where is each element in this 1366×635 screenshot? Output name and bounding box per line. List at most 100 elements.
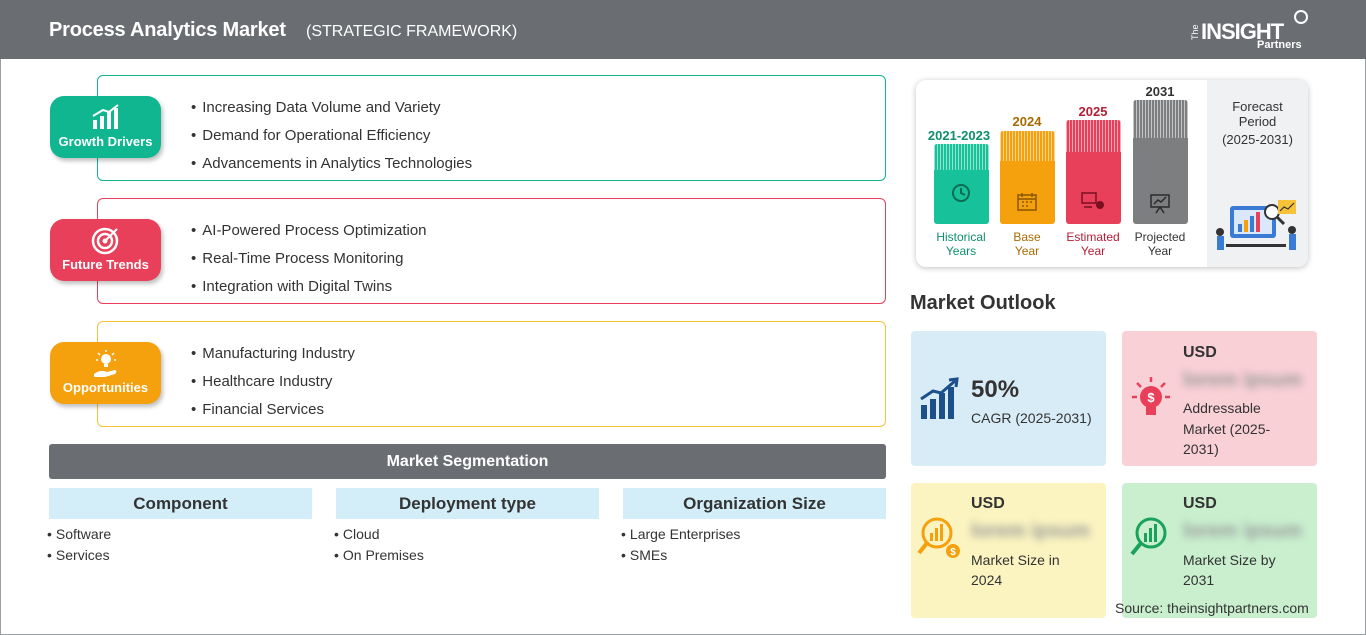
forecast-line2: Period bbox=[1238, 114, 1277, 129]
list-item: Increasing Data Volume and Variety bbox=[191, 94, 472, 122]
future-trends-badge: Future Trends bbox=[50, 219, 161, 281]
list-item: Advancements in Analytics Technologies bbox=[191, 150, 472, 178]
logo-ring-icon bbox=[1294, 10, 1308, 24]
future-trends-box: AI-Powered Process Optimization Real-Tim… bbox=[97, 198, 886, 304]
list-item: Software bbox=[47, 524, 111, 545]
list-item: Large Enterprises bbox=[621, 524, 741, 545]
list-item: Manufacturing Industry bbox=[191, 340, 355, 368]
list-item: Services bbox=[47, 545, 111, 566]
bar-stripes bbox=[934, 144, 989, 170]
bar-label-line2: Year bbox=[1147, 244, 1173, 258]
market-size-2024-value: lorem ipsum bbox=[971, 520, 1090, 542]
presentation-icon bbox=[1150, 194, 1170, 214]
segment-heading-organization: Organization Size bbox=[623, 488, 886, 519]
segment-list-organization: Large Enterprises SMEs bbox=[621, 524, 741, 566]
page-subtitle: (STRATEGIC FRAMEWORK) bbox=[306, 23, 518, 40]
addressable-market-card: $ USD lorem ipsum Addressable Market (20… bbox=[1122, 331, 1317, 466]
market-size-2024-label-line2: 2024 bbox=[971, 572, 1003, 588]
addressable-label-line1: Addressable bbox=[1183, 400, 1261, 416]
insight-partners-logo[interactable]: The INSIGHT Partners bbox=[1190, 10, 1310, 52]
growth-chart-icon bbox=[92, 104, 119, 129]
header-bar: Process Analytics Market (STRATEGIC FRAM… bbox=[0, 0, 1366, 59]
bar-label-line1: Base bbox=[1013, 230, 1041, 244]
analytics-illustration-icon bbox=[1216, 200, 1296, 250]
source-note: Source: theinsightpartners.com bbox=[1115, 600, 1309, 616]
magnifier-chart-icon bbox=[1130, 517, 1167, 556]
market-size-2031-usd: USD bbox=[1183, 495, 1217, 512]
magnifier-dollar-icon: $ bbox=[917, 517, 960, 558]
market-size-2031-label-line1: Market Size by bbox=[1183, 552, 1276, 568]
list-item: AI-Powered Process Optimization bbox=[191, 217, 426, 245]
badge-label: Future Trends bbox=[62, 257, 149, 272]
market-size-2024-usd: USD bbox=[971, 495, 1005, 512]
logo-the: The bbox=[1190, 24, 1200, 40]
calendar-icon bbox=[1017, 193, 1037, 211]
addressable-label-line2: Market (2025- bbox=[1183, 421, 1271, 437]
svg-text:$: $ bbox=[1147, 390, 1155, 405]
estimate-icon bbox=[1081, 192, 1104, 209]
opportunities-list: Manufacturing Industry Healthcare Indust… bbox=[191, 340, 355, 424]
forecast-line3: (2025-2031) bbox=[1222, 132, 1293, 147]
bar-label-line1: Projected bbox=[1134, 230, 1186, 244]
segment-list-component: Software Services bbox=[47, 524, 111, 566]
list-item: Cloud bbox=[334, 524, 424, 545]
bar-label: Base Year bbox=[992, 230, 1062, 258]
list-item: Financial Services bbox=[191, 396, 355, 424]
target-icon bbox=[91, 227, 119, 255]
dollar-bulb-icon: $ bbox=[1132, 377, 1170, 415]
list-item: Integration with Digital Twins bbox=[191, 273, 427, 301]
lightbulb-hand-icon bbox=[94, 350, 117, 377]
forecast-line1: Forecast bbox=[1232, 99, 1283, 114]
growth-drivers-box: Increasing Data Volume and Variety Deman… bbox=[97, 75, 886, 181]
bar-year: 2031 bbox=[1145, 84, 1175, 99]
market-size-2031-label-line2: 2031 bbox=[1183, 572, 1215, 588]
market-size-2024-label-line1: Market Size in bbox=[971, 552, 1060, 568]
list-item: Real-Time Process Monitoring bbox=[191, 245, 427, 273]
addressable-value: lorem ipsum bbox=[1183, 369, 1302, 391]
logo-insight: INSIGHT bbox=[1201, 19, 1284, 44]
market-size-2031-value: lorem ipsum bbox=[1183, 520, 1302, 542]
bar-label: Projected Year bbox=[1125, 230, 1195, 258]
bar-stripes bbox=[1066, 120, 1121, 152]
bar-year: 2021-2023 bbox=[927, 128, 991, 143]
bar-label-line2: Year bbox=[1014, 244, 1040, 258]
timeline-bar-estimated bbox=[1066, 120, 1121, 224]
future-trends-list: AI-Powered Process Optimization Real-Tim… bbox=[191, 217, 427, 301]
opportunities-box: Manufacturing Industry Healthcare Indust… bbox=[97, 321, 886, 427]
bar-label: Estimated Year bbox=[1058, 230, 1128, 258]
list-item: SMEs bbox=[621, 545, 740, 566]
market-size-2024-card: $ USD lorem ipsum Market Size in 2024 bbox=[911, 483, 1106, 618]
cagr-value: 50% bbox=[971, 376, 1020, 403]
growth-drivers-list: Increasing Data Volume and Variety Deman… bbox=[191, 94, 472, 178]
bar-year: 2025 bbox=[1078, 104, 1108, 119]
addressable-usd: USD bbox=[1183, 344, 1217, 361]
list-item: Demand for Operational Efficiency bbox=[191, 122, 472, 150]
bar-label-line2: Years bbox=[945, 244, 977, 258]
badge-label: Opportunities bbox=[62, 380, 149, 395]
bar-label-line1: Historical bbox=[936, 230, 986, 244]
segment-heading-component: Component bbox=[49, 488, 312, 519]
timeline-bar-base bbox=[1000, 131, 1055, 224]
bar-label: Historical Years bbox=[926, 230, 996, 258]
market-size-2031-card: USD lorem ipsum Market Size by 2031 bbox=[1122, 483, 1317, 618]
segment-list-deployment: Cloud On Premises bbox=[334, 524, 424, 566]
market-outlook-title: Market Outlook bbox=[910, 292, 1056, 314]
timeline-card: 2021-2023 Historical Years 2024 Base Yea… bbox=[916, 80, 1308, 267]
bar-year: 2024 bbox=[1012, 114, 1042, 129]
bar-label-line2: Year bbox=[1080, 244, 1106, 258]
timeline-bar-historical bbox=[934, 144, 989, 224]
bar-stripes bbox=[1000, 131, 1055, 161]
addressable-label-line3: 2031) bbox=[1183, 441, 1219, 457]
logo-partners: Partners bbox=[1257, 39, 1302, 51]
page-title: Process Analytics Market bbox=[49, 19, 286, 41]
opportunities-badge: Opportunities bbox=[50, 342, 161, 404]
bar-stripes bbox=[1133, 100, 1188, 138]
svg-text:$: $ bbox=[950, 547, 956, 558]
cagr-label: CAGR (2025-2031) bbox=[971, 410, 1092, 426]
market-segmentation-header: Market Segmentation bbox=[49, 444, 886, 479]
list-item: Healthcare Industry bbox=[191, 368, 355, 396]
list-item: On Premises bbox=[334, 545, 424, 566]
badge-label: Growth Drivers bbox=[58, 134, 153, 149]
growth-drivers-badge: Growth Drivers bbox=[50, 96, 161, 158]
bar-label-line1: Estimated bbox=[1066, 230, 1120, 244]
